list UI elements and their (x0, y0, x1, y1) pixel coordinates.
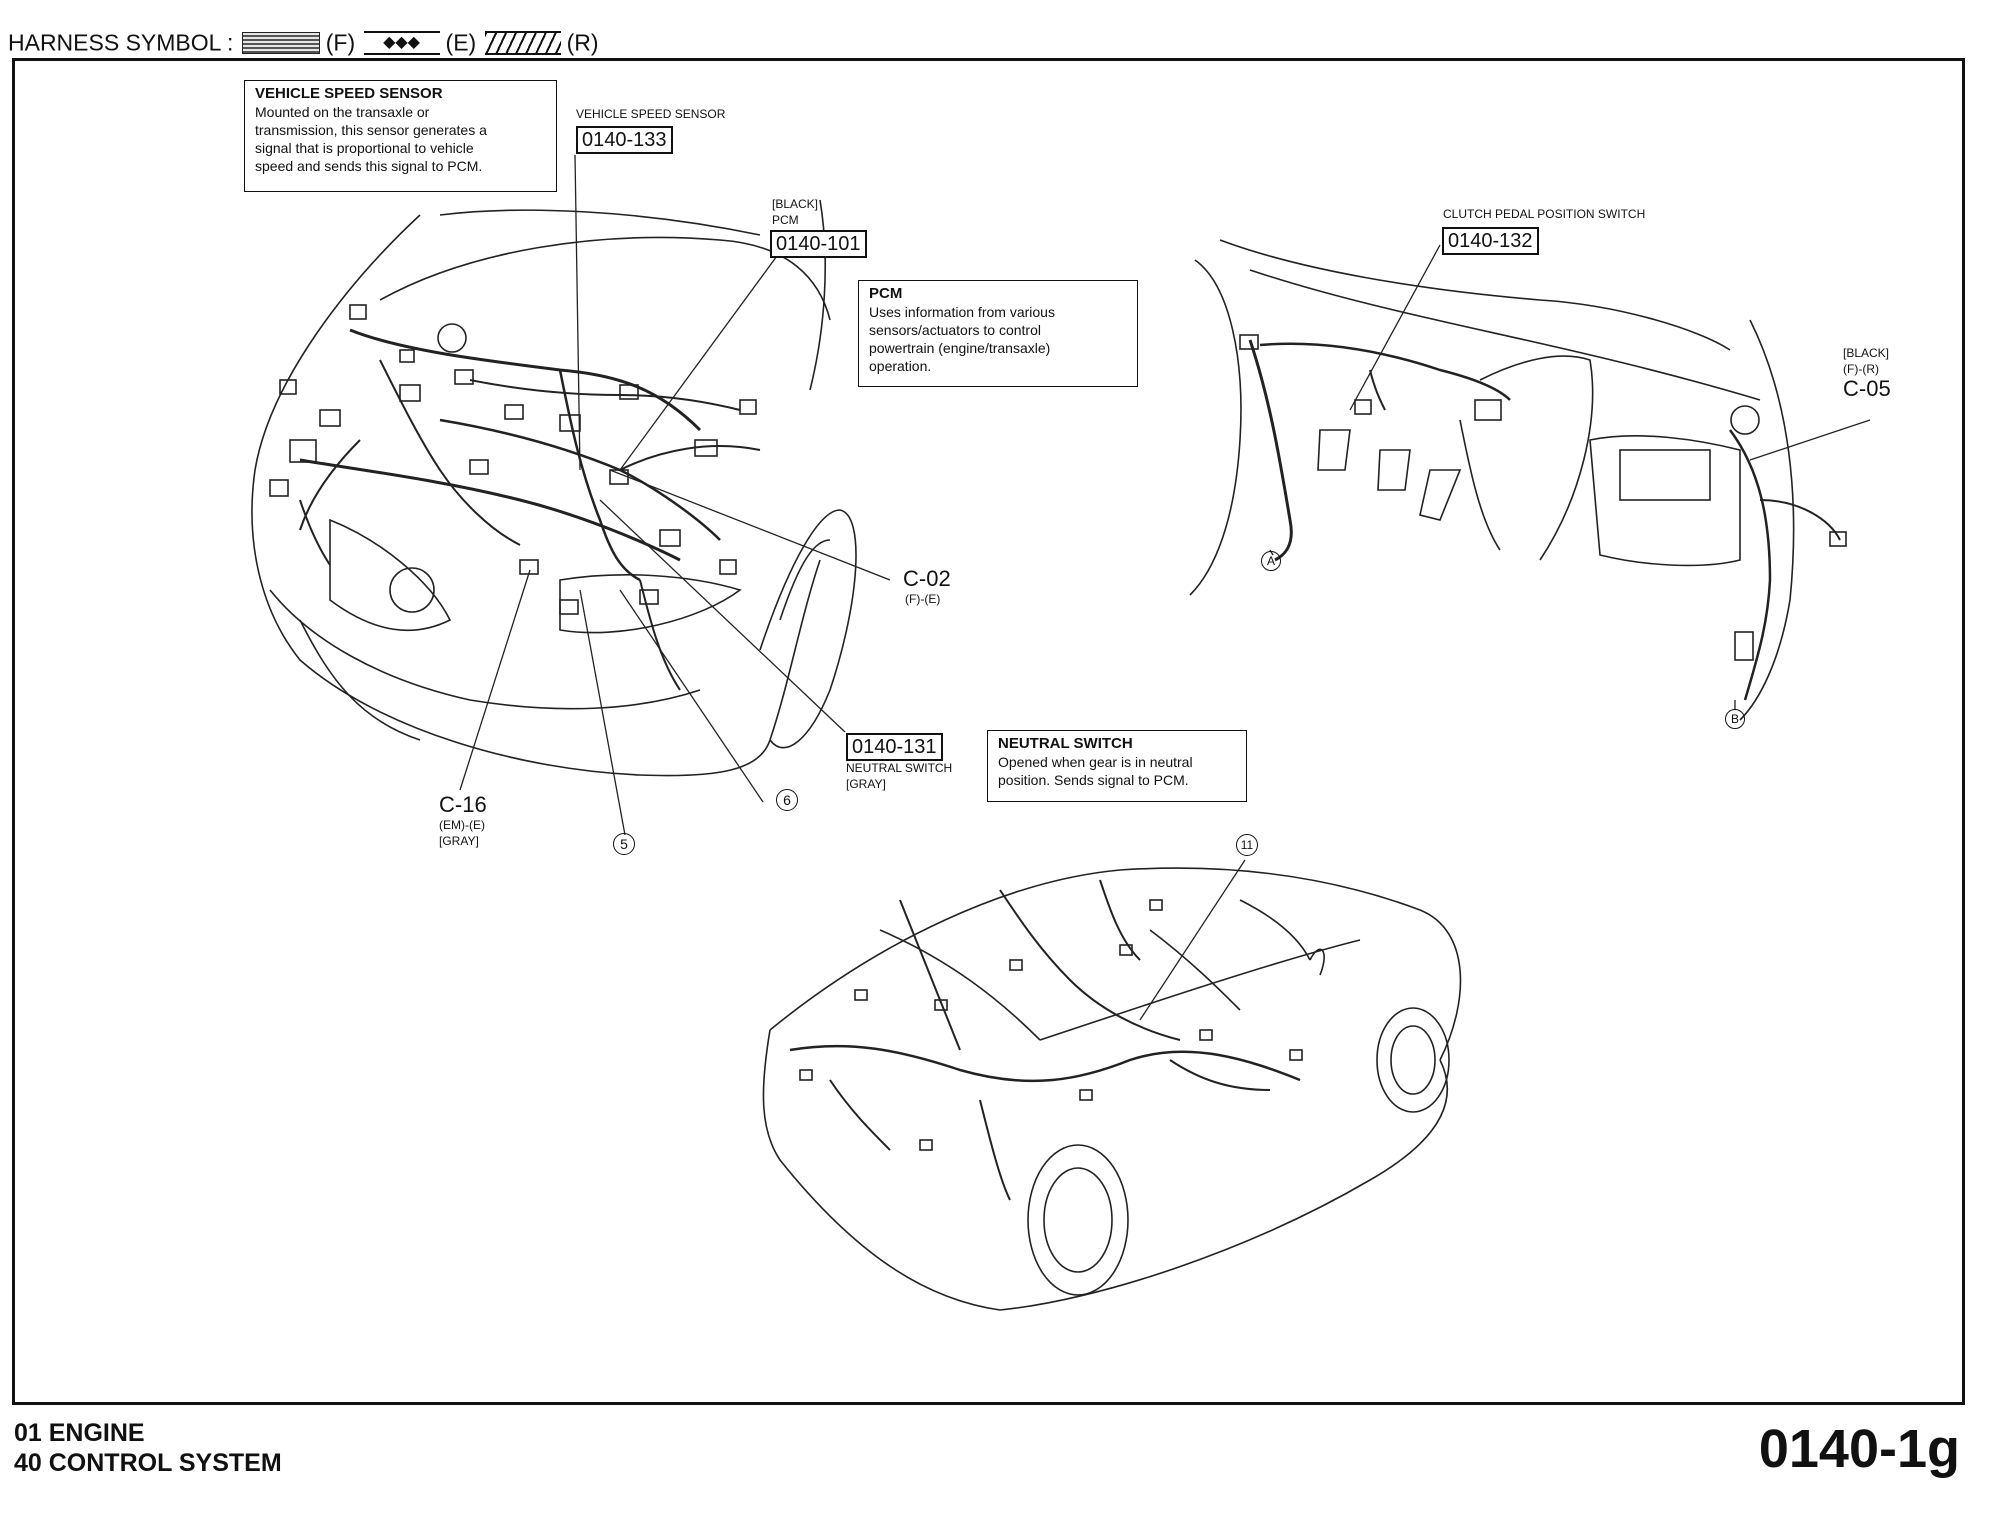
legend-f-label: (F) (325, 29, 356, 56)
connector-c05: C-05 (1843, 376, 1891, 401)
diagram-frame (12, 58, 1965, 1405)
legend-prefix: HARNESS SYMBOL : (8, 29, 234, 56)
neutral-switch-color: [GRAY] (846, 777, 886, 791)
harness-f-symbol-icon (241, 31, 320, 54)
pcm-box-line: Uses information from various (869, 304, 1055, 320)
neutral-box-line: Opened when gear is in neutral (998, 754, 1193, 770)
neutral-box-line: position. Sends signal to PCM. (998, 772, 1189, 788)
marker-b: B (1725, 709, 1745, 729)
connector-c05-sub: (F)-(R) (1843, 362, 1879, 376)
vss-code: 0140-133 (576, 126, 673, 154)
neutral-box-title: NEUTRAL SWITCH (998, 735, 1133, 752)
pcm-description-box: PCM Uses information from various sensor… (858, 280, 1138, 387)
footer-section-control: 40 CONTROL SYSTEM (14, 1449, 282, 1477)
vss-box-line: speed and sends this signal to PCM. (255, 158, 483, 174)
legend-r-label: (R) (566, 29, 599, 56)
connector-c16-color: [GRAY] (439, 834, 479, 848)
pcm-box-line: sensors/actuators to control (869, 322, 1041, 338)
clutch-switch-label: CLUTCH PEDAL POSITION SWITCH (1443, 207, 1646, 221)
vss-box-line: signal that is proportional to vehicle (255, 140, 474, 156)
legend-e-label: (E) (445, 29, 477, 56)
vss-box-line: Mounted on the transaxle or (255, 104, 430, 120)
front-car-drawing (251, 199, 857, 777)
pcm-box-title: PCM (869, 285, 903, 302)
vss-description-box: VEHICLE SPEED SENSOR Mounted on the tran… (244, 80, 557, 192)
leader-lines (459, 154, 1871, 1021)
pcm-box-line: powertrain (engine/transaxle) (869, 340, 1051, 356)
pcm-color: [BLACK] (772, 197, 819, 211)
pcm-code: 0140-101 (770, 230, 867, 258)
marker-a: A (1261, 551, 1281, 571)
connector-c16: C-16 (439, 792, 487, 817)
pcm-label: PCM (772, 213, 799, 227)
neutral-switch-code: 0140-131 (846, 733, 943, 761)
body-car-drawing (762, 867, 1462, 1311)
page-number: 0140-1g (1758, 1419, 1960, 1479)
footer-section-engine: 01 ENGINE (14, 1419, 145, 1447)
vss-box-line: transmission, this sensor generates a (255, 122, 487, 138)
vss-box-title: VEHICLE SPEED SENSOR (255, 85, 443, 102)
dash-drawing (1189, 239, 1847, 721)
harness-r-symbol-icon (484, 30, 561, 55)
marker-11: 11 (1236, 834, 1258, 856)
vss-label: VEHICLE SPEED SENSOR (576, 107, 726, 121)
pcm-box-line: operation. (869, 358, 932, 374)
marker-5: 5 (613, 833, 635, 855)
harness-legend: HARNESS SYMBOL : (F) ◆◆◆(E) (R) (8, 28, 599, 56)
connector-c02-sub: (F)-(E) (905, 592, 941, 606)
harness-e-symbol-icon: ◆◆◆ (363, 30, 440, 55)
clutch-switch-code: 0140-132 (1442, 227, 1539, 255)
marker-6: 6 (776, 789, 798, 811)
connector-c16-sub: (EM)-(E) (439, 818, 485, 832)
neutral-switch-description-box: NEUTRAL SWITCH Opened when gear is in ne… (987, 730, 1247, 802)
connector-c02: C-02 (903, 566, 951, 591)
connector-c05-color: [BLACK] (1843, 346, 1890, 360)
neutral-switch-label: NEUTRAL SWITCH (846, 761, 953, 775)
